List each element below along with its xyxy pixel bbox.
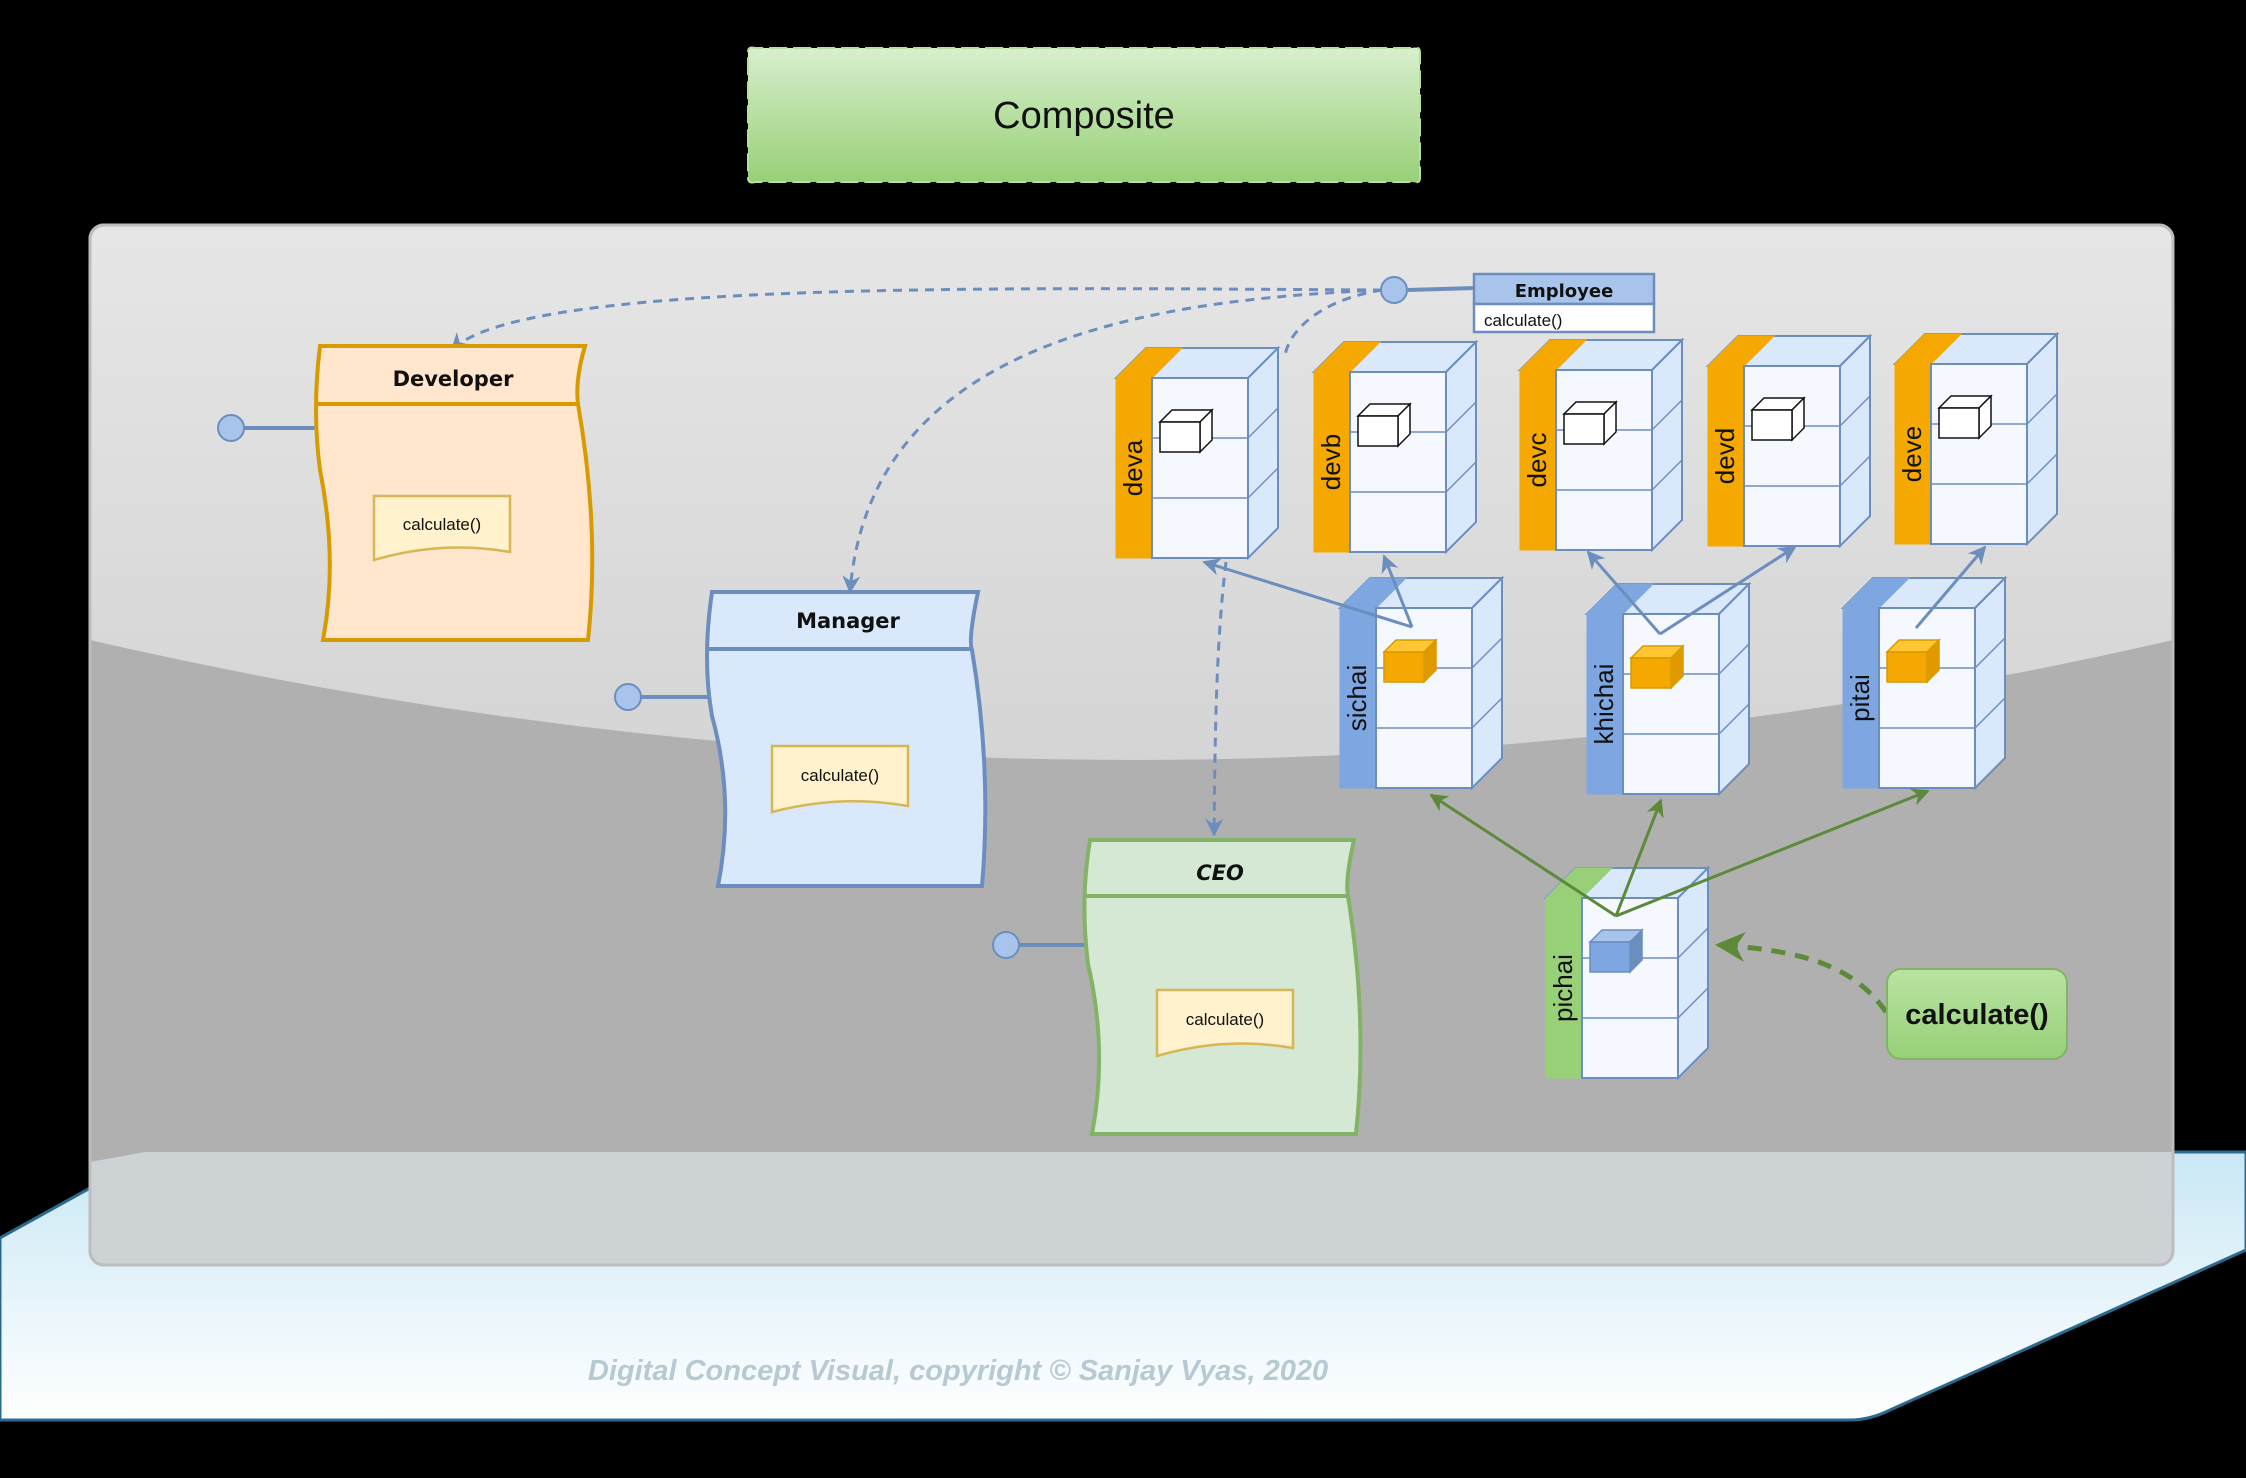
title-banner: Composite [747, 46, 1421, 184]
cube-icon [1356, 402, 1412, 448]
employee-name: Employee [1515, 281, 1614, 302]
ceo-lollipop [992, 931, 1020, 959]
association-arrows [1202, 545, 1987, 1014]
cube-icon [1937, 394, 1993, 440]
arrow-khichai-devd [1659, 545, 1797, 636]
employee-method: calculate() [1484, 311, 1562, 330]
ceo-method: calculate() [1186, 1010, 1264, 1029]
manager-class: Manager calculate() [614, 590, 988, 888]
employee-interface: Employee calculate() [1380, 272, 1656, 334]
manager-object-label: khichai [1589, 664, 1619, 745]
employee-lollipop [1380, 276, 1408, 304]
ceo-name: CEO [1196, 861, 1244, 885]
developer-method: calculate() [403, 515, 481, 534]
calculate-call-button[interactable]: calculate() [1886, 968, 2068, 1060]
arrow-pitai-deve [1914, 545, 1987, 629]
manager-object: sichai [1337, 575, 1505, 791]
cube-icon [1588, 928, 1644, 974]
cube-icon [1562, 400, 1618, 446]
page-title: Composite [993, 95, 1175, 137]
arrow-pichai-khichai [1614, 798, 1664, 917]
manager-lollipop [614, 683, 642, 711]
developer-object-label: devb [1316, 434, 1346, 490]
arrow-pichai-pitai [1615, 788, 1930, 918]
arrow-sichai-devb [1381, 554, 1414, 628]
ceo-class: CEO calculate() [992, 838, 1363, 1136]
developer-object-label: deve [1897, 426, 1927, 482]
manager-object-label: sichai [1342, 665, 1372, 731]
developer-object-label: deva [1118, 439, 1148, 496]
developer-object-label: devc [1522, 433, 1552, 488]
developer-object: devb [1311, 339, 1479, 555]
arrow-sichai-deva [1202, 558, 1413, 629]
cube-icon [1629, 644, 1685, 690]
developer-object: deve [1892, 331, 2060, 547]
cube-icon [1750, 396, 1806, 442]
manager-object: khichai [1584, 581, 1752, 797]
manager-method: calculate() [801, 766, 879, 785]
ceo-object-label: pichai [1548, 954, 1578, 1022]
developer-name: Developer [393, 367, 515, 391]
copyright-footer: Digital Concept Visual, copyright © Sanj… [588, 1355, 1328, 1387]
developer-object: devd [1705, 333, 1873, 549]
developer-object: devc [1517, 337, 1685, 553]
developer-object: deva [1113, 345, 1281, 561]
object-instances: deva devb devc devd deve sichai khichai pitai pi… [1113, 331, 2060, 1081]
cube-icon [1382, 638, 1438, 684]
cube-icon [1885, 638, 1941, 684]
developer-lollipop [217, 414, 245, 442]
arrow-pichai-sichai [1429, 793, 1617, 918]
calculate-call-label: calculate() [1905, 999, 2048, 1031]
arrow-khichai-devc [1586, 550, 1662, 635]
cube-icon [1158, 408, 1214, 454]
manager-object-label: pitai [1845, 674, 1875, 722]
developer-object-label: devd [1710, 428, 1740, 484]
developer-class: Developer calculate() [217, 344, 595, 642]
realization-arrows [450, 287, 1383, 837]
manager-object: pitai [1840, 575, 2008, 791]
ceo-object: pichai [1543, 865, 1711, 1081]
manager-name: Manager [796, 609, 900, 633]
